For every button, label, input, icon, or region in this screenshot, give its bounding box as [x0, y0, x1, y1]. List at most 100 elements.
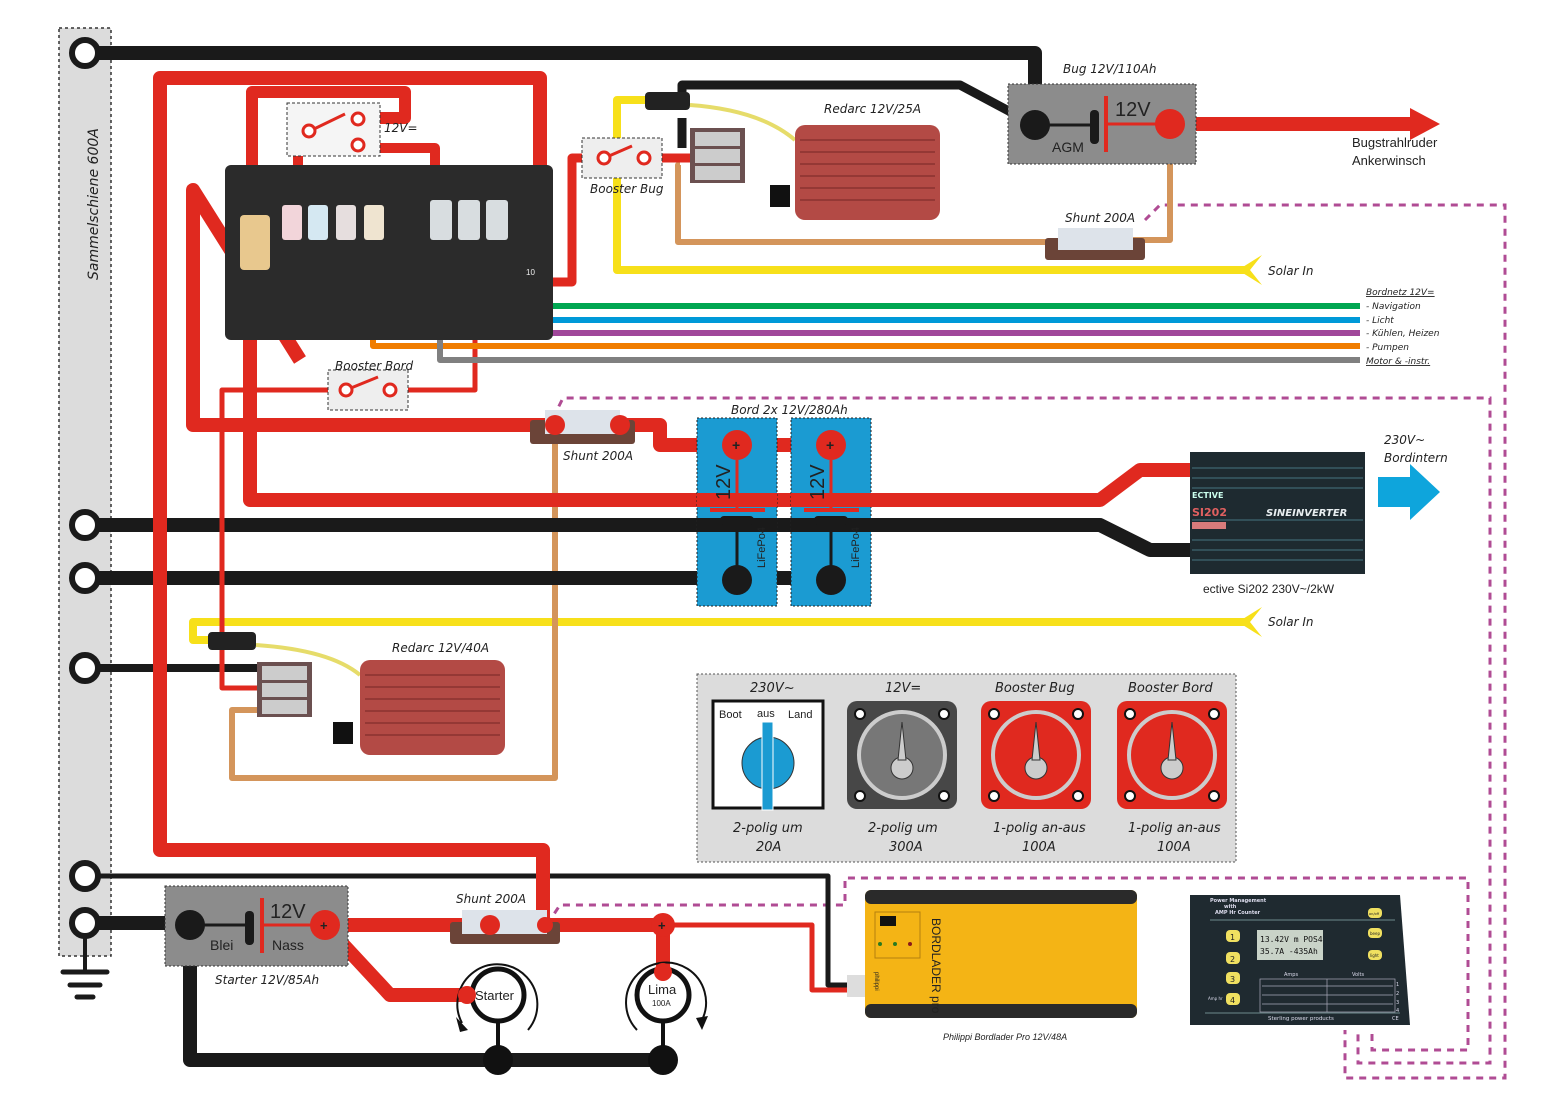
inverter: ECTIVE SI202 SINEINVERTER ective Si202 2…	[1190, 433, 1448, 596]
redarc-bord-label: Redarc 12V/40A	[392, 641, 489, 655]
busbar-terminal	[69, 562, 101, 594]
svg-text:+: +	[320, 918, 328, 933]
switch-booster-bug[interactable]: Booster Bug 1-polig an-aus 100A	[981, 681, 1091, 855]
busbar-terminal	[69, 860, 101, 892]
monitor-buttons[interactable]: 1 2 3 4 on/off beep light	[1226, 908, 1382, 1005]
svg-text:aus: aus	[757, 708, 775, 720]
busbar-body	[58, 27, 112, 957]
ground-icon	[60, 934, 110, 1000]
solar-wire-top	[613, 96, 1249, 274]
svg-text:Lima: Lima	[648, 982, 677, 997]
booster-bug-label: Booster Bug	[590, 182, 664, 196]
inverter-body	[1190, 452, 1365, 574]
data-bus-lines	[538, 203, 1507, 1080]
switch-panel: 230V~ Boot aus Land 2-polig um 20A 12V= …	[696, 673, 1237, 863]
bordnetz-item: - Navigation	[1366, 302, 1421, 312]
svg-text:Power Management: Power Management	[1210, 898, 1267, 904]
starter-shunt-label: Shunt 200A	[456, 892, 526, 906]
booster-bug-switch: Booster Bug	[581, 137, 664, 196]
sense-wire-bord	[229, 425, 558, 781]
redarc-bug-label: Redarc 12V/25A	[824, 102, 921, 116]
bug-output-label-1: Bugstrahlruder	[1352, 135, 1438, 150]
svg-text:230V~: 230V~	[750, 681, 795, 696]
redarc-bord-body	[360, 660, 505, 755]
starter-battery-title: Starter 12V/85Ah	[215, 973, 319, 987]
lcd-line-2: 35.7A -435Ah	[1260, 947, 1318, 956]
charger-body	[865, 890, 1137, 1018]
booster-bord-switch: Booster Bord	[327, 359, 414, 411]
solar-wire-bottom	[189, 618, 1249, 644]
bord-shunt: Shunt 200A	[530, 410, 635, 463]
svg-text:Amp hr: Amp hr	[1208, 996, 1223, 1001]
svg-text:BORDLADER pro: BORDLADER pro	[929, 918, 943, 1014]
lifepo-batteries: Bord 2x 12V/280Ah + 12V LiFePo4 +	[696, 403, 1100, 607]
lcd-line-1: 13.42V m POS4	[1260, 935, 1323, 944]
sense-wire-bug	[675, 162, 1065, 245]
starter-battery: + 12V Blei Nass Starter 12V/85Ah	[164, 885, 349, 987]
svg-text:Land: Land	[788, 709, 812, 721]
lifepo-voltage: 12V	[713, 464, 735, 500]
solar-label-bottom: Solar In	[1268, 615, 1314, 629]
svg-text:SINEINVERTER: SINEINVERTER	[1266, 508, 1347, 519]
bordnetz-item: - Kühlen, Heizen	[1366, 329, 1440, 339]
starter-motor: Starter	[456, 963, 539, 1075]
data-line-bug-shunt	[1143, 203, 1507, 1080]
redarc-bug-body	[795, 125, 940, 220]
switch-12v[interactable]: 12V= 2-polig um 300A	[847, 681, 957, 855]
svg-text:4: 4	[1230, 996, 1235, 1005]
main-switch-box	[286, 102, 381, 157]
svg-text:20A: 20A	[756, 840, 781, 855]
svg-text:1-polig an-aus: 1-polig an-aus	[993, 821, 1086, 836]
bug-battery: 12V AGM Bug 12V/110Ah Bugstrahlruder Ank…	[1007, 62, 1438, 168]
charger-caption: Philippi Bordlader Pro 12V/48A	[943, 1032, 1067, 1042]
busbar-terminal	[69, 652, 101, 684]
bug-battery-type: AGM	[1052, 139, 1084, 155]
pos-to-charger	[555, 922, 850, 993]
busbar-terminals	[69, 37, 101, 939]
main-fuse	[240, 215, 270, 270]
svg-text:100A: 100A	[652, 999, 671, 1008]
svg-text:Volts: Volts	[1352, 972, 1364, 978]
svg-text:on/off: on/off	[1369, 912, 1380, 916]
svg-text:300A: 300A	[889, 840, 923, 855]
switch-booster-bord[interactable]: Booster Bord 1-polig an-aus 100A	[1117, 681, 1227, 855]
bug-output-arrow	[1410, 108, 1440, 140]
svg-text:12V=: 12V=	[885, 681, 921, 696]
svg-text:light: light	[1370, 953, 1379, 958]
svg-text:2-polig um: 2-polig um	[868, 821, 938, 836]
battery-monitor: Power Management with AMP Hr Counter 13.…	[1190, 895, 1410, 1025]
switch-230v[interactable]: 230V~ Boot aus Land 2-polig um 20A	[711, 681, 825, 855]
svg-text:Booster Bug: Booster Bug	[995, 681, 1075, 696]
neg-busbar-to-charger	[85, 873, 850, 988]
svg-text:3: 3	[1230, 975, 1235, 984]
bug-shunt-label: Shunt 200A	[1065, 211, 1135, 225]
starter-shunt: Shunt 200A	[450, 892, 560, 944]
starter-voltage: 12V	[270, 901, 306, 923]
svg-text:2-polig um: 2-polig um	[733, 821, 803, 836]
svg-text:1-polig an-aus: 1-polig an-aus	[1128, 821, 1221, 836]
lifepo-battery-2: + 12V LiFePo4	[790, 417, 872, 607]
svg-text:Starter: Starter	[475, 988, 515, 1003]
data-line-bord-shunt	[551, 396, 1492, 1065]
svg-text:philippi: philippi	[873, 972, 879, 991]
svg-text:Sterling power products: Sterling power products	[1268, 1016, 1334, 1022]
solar-wires: Solar In Solar In	[189, 96, 1314, 644]
ac-output-label-1: 230V~	[1384, 433, 1425, 447]
wire-motor	[437, 240, 1360, 363]
redarc-bug: Redarc 12V/25A	[645, 92, 940, 220]
lcd-display	[1257, 930, 1323, 960]
bordnetz-item: - Pumpen	[1366, 343, 1409, 353]
svg-text:beep: beep	[1370, 931, 1380, 936]
lifepo-battery-1: + 12V LiFePo4	[696, 417, 778, 607]
svg-text:with: with	[1224, 904, 1237, 910]
svg-text:100A: 100A	[1022, 840, 1056, 855]
fuse-slot-number: 10	[526, 268, 535, 277]
bug-shunt: Shunt 200A	[1045, 211, 1145, 260]
lifepo-chemistry: LiFePo4	[756, 527, 768, 568]
neg-busbar-to-inverter	[85, 518, 1195, 557]
bug-output-label-2: Ankerwinsch	[1352, 153, 1426, 168]
svg-text:2: 2	[1230, 955, 1235, 964]
busbar: Sammelschiene 600A	[58, 27, 112, 957]
svg-text:Boot: Boot	[719, 709, 742, 721]
